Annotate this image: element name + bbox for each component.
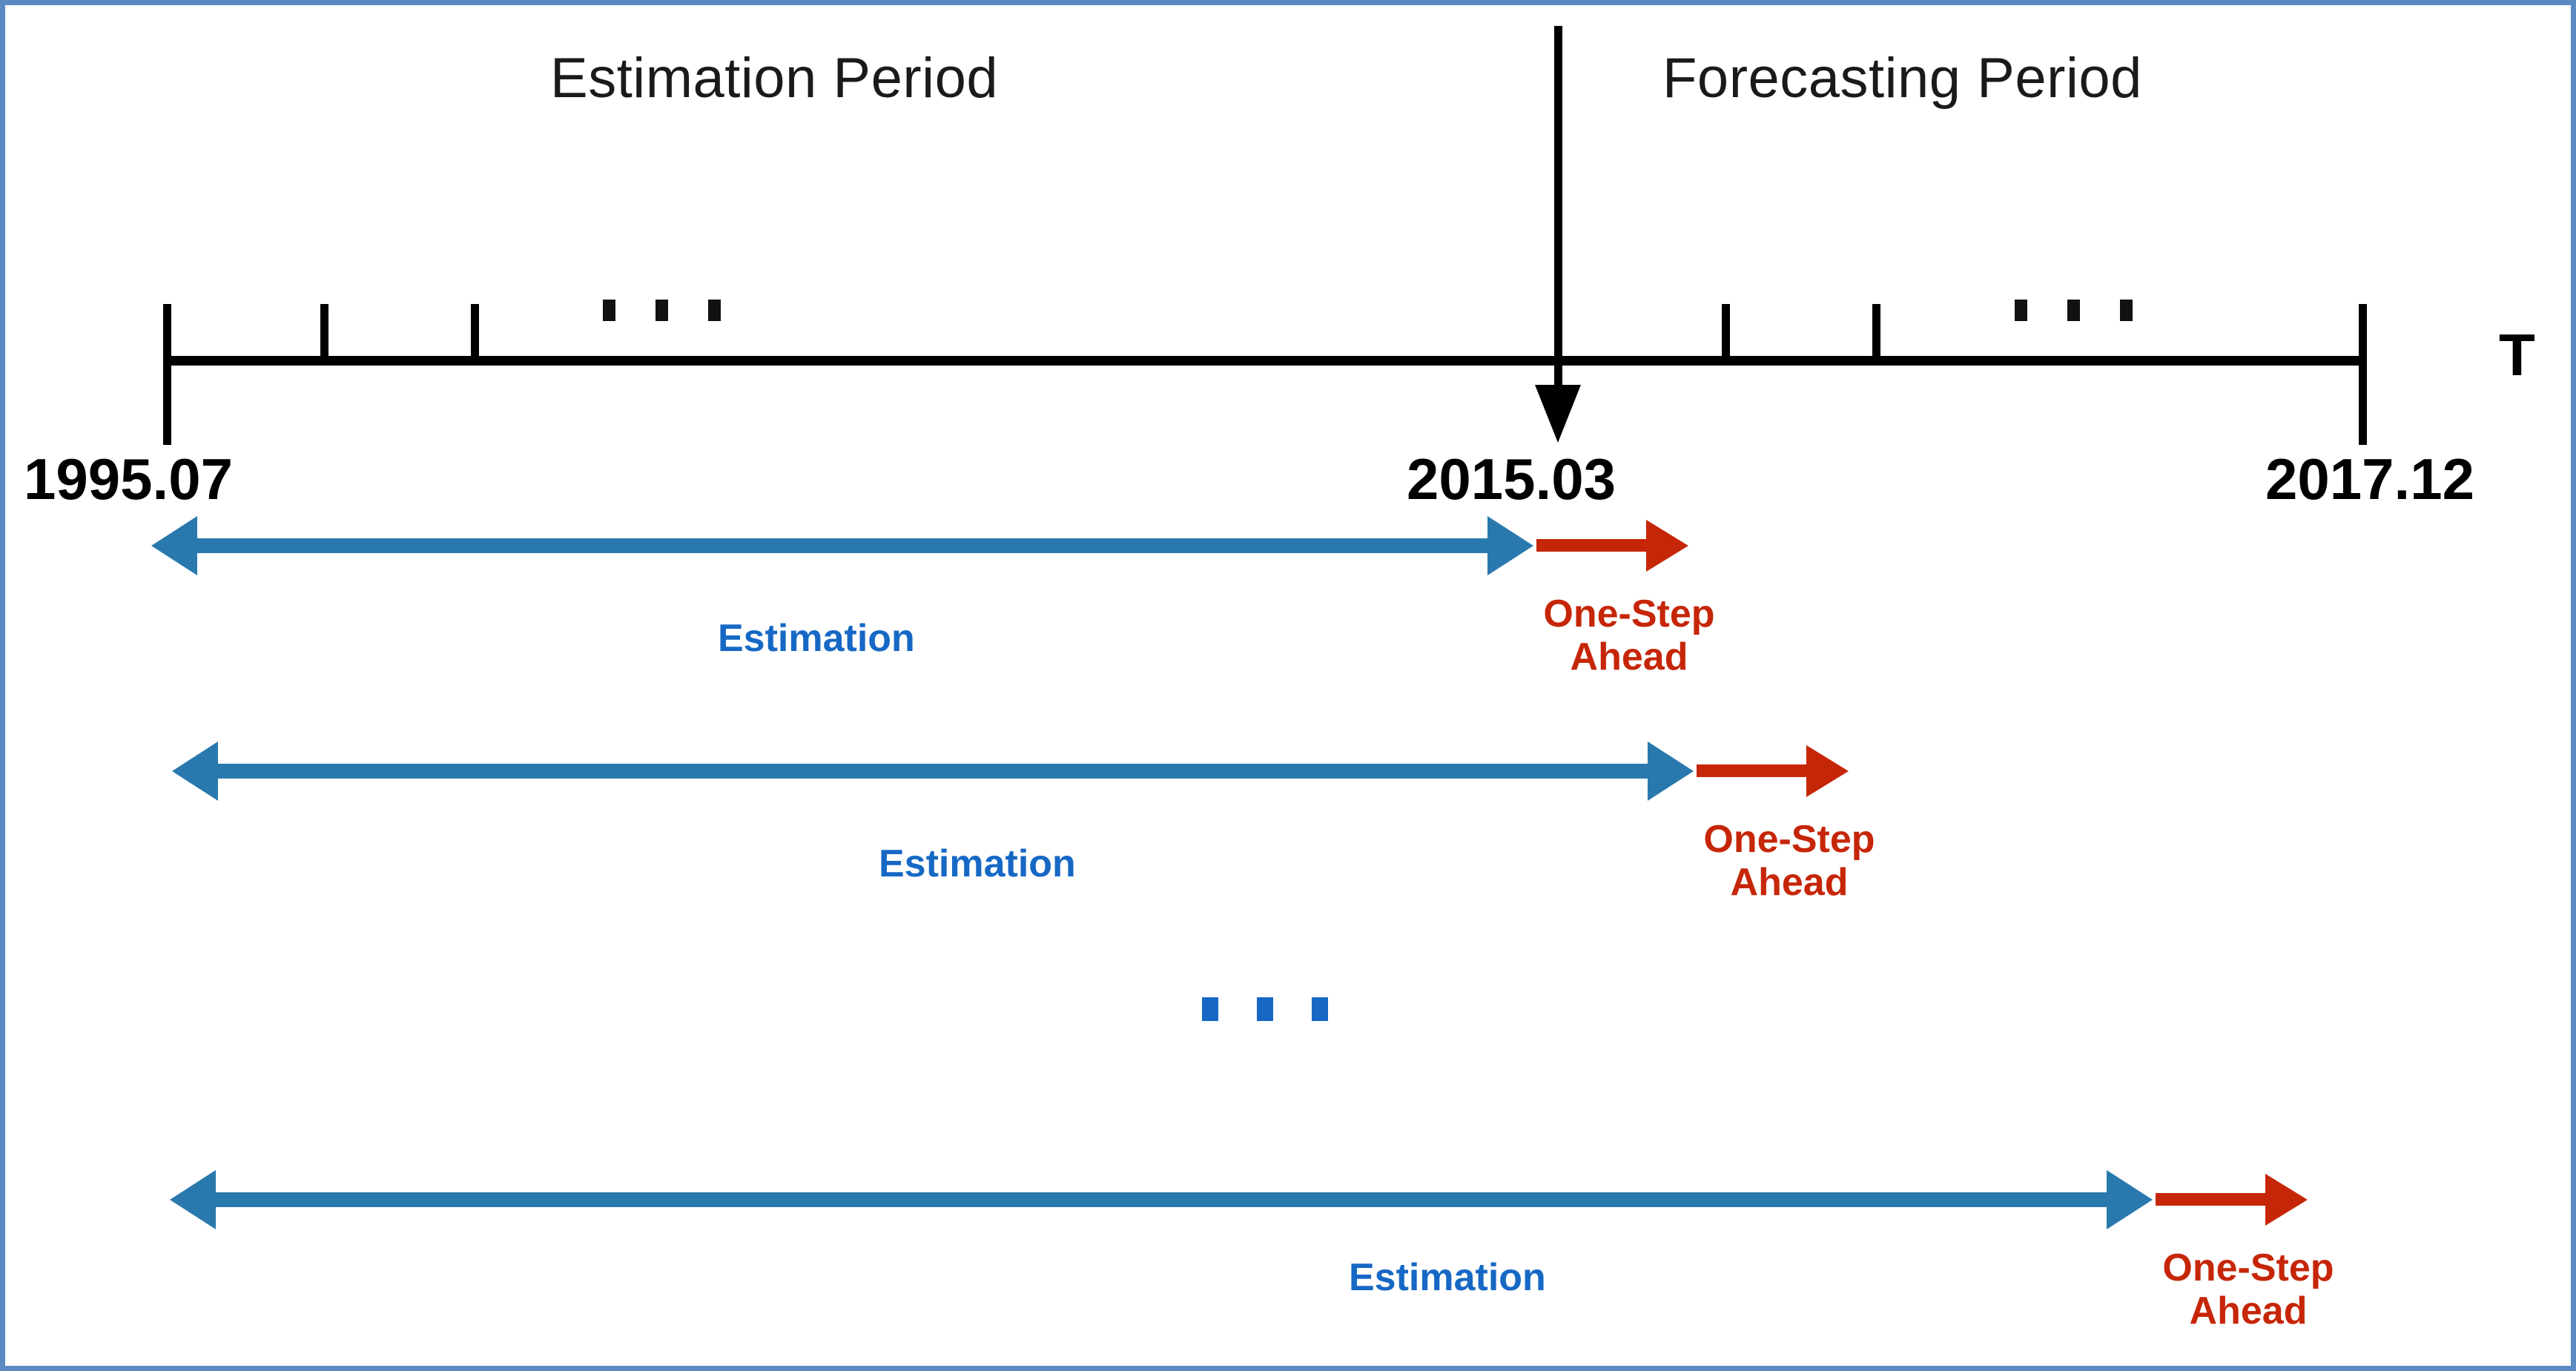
estimation-caption: Estimation bbox=[1349, 1256, 1546, 1299]
estimation-arrow-shaft bbox=[196, 538, 1490, 553]
one-step-arrow-shaft bbox=[1697, 764, 1808, 777]
axis-start-date-label: 1995.07 bbox=[24, 446, 233, 512]
rolling-window-row-2: Estimation One-Step Ahead bbox=[5, 5, 2571, 1366]
one-step-ahead-line-1: One-Step bbox=[1543, 592, 1715, 635]
axis-end-date-label: 2017.12 bbox=[2265, 446, 2474, 512]
one-step-arrowhead-icon bbox=[1806, 745, 1849, 797]
estimation-arrowhead-right-icon bbox=[2107, 1170, 2153, 1229]
timeline-axis bbox=[163, 356, 2367, 366]
one-step-ahead-line-1: One-Step bbox=[2162, 1246, 2334, 1289]
rolling-window-row-1: Estimation One-Step Ahead bbox=[5, 5, 2571, 1366]
axis-tick-start bbox=[163, 304, 171, 445]
ellipsis-dot bbox=[708, 300, 721, 321]
ellipsis-dot bbox=[1202, 997, 1218, 1021]
estimation-arrow-shaft bbox=[217, 764, 1650, 779]
axis-terminal-label: T bbox=[2499, 322, 2535, 388]
ellipsis-dot bbox=[1312, 997, 1328, 1021]
ellipsis-dot bbox=[2120, 300, 2133, 321]
one-step-arrow-shaft bbox=[2156, 1193, 2267, 1206]
ellipsis-dot bbox=[655, 300, 668, 321]
one-step-ahead-caption: One-Step Ahead bbox=[1536, 592, 1722, 678]
one-step-ahead-line-2: Ahead bbox=[1730, 861, 1849, 905]
rolling-window-row-3: Estimation One-Step Ahead bbox=[5, 5, 2571, 1366]
estimation-arrow-shaft bbox=[214, 1192, 2109, 1207]
one-step-arrow-shaft bbox=[1536, 539, 1648, 552]
one-step-ahead-caption: One-Step Ahead bbox=[1697, 818, 1882, 904]
estimation-period-heading: Estimation Period bbox=[550, 47, 999, 110]
one-step-ahead-line-2: Ahead bbox=[2189, 1289, 2308, 1333]
forecasting-period-heading: Forecasting Period bbox=[1662, 47, 2142, 110]
axis-tick-3 bbox=[471, 304, 479, 360]
estimation-arrowhead-left-icon bbox=[151, 516, 197, 575]
one-step-arrowhead-icon bbox=[1646, 520, 1688, 572]
estimation-arrowhead-left-icon bbox=[172, 741, 218, 801]
estimation-caption: Estimation bbox=[879, 842, 1076, 885]
ellipsis-dot bbox=[603, 300, 615, 321]
axis-ellipsis-right-icon bbox=[2015, 300, 2133, 321]
one-step-ahead-line-2: Ahead bbox=[1570, 635, 1688, 679]
split-arrowhead-icon bbox=[1535, 385, 1581, 443]
one-step-arrowhead-icon bbox=[2265, 1174, 2308, 1226]
estimation-arrowhead-left-icon bbox=[170, 1170, 216, 1229]
axis-tick-5 bbox=[1872, 304, 1880, 360]
estimation-arrowhead-right-icon bbox=[1487, 516, 1533, 575]
rows-ellipsis-icon bbox=[1202, 997, 1328, 1021]
estimation-arrowhead-right-icon bbox=[1648, 741, 1694, 801]
one-step-ahead-line-1: One-Step bbox=[1703, 818, 1875, 861]
ellipsis-dot bbox=[2015, 300, 2027, 321]
axis-tick-2 bbox=[320, 304, 328, 360]
axis-ellipsis-left-icon bbox=[603, 300, 721, 321]
split-divider-line bbox=[1554, 26, 1562, 397]
estimation-caption: Estimation bbox=[718, 617, 915, 660]
one-step-ahead-caption: One-Step Ahead bbox=[2156, 1246, 2341, 1332]
ellipsis-dot bbox=[1257, 997, 1273, 1021]
axis-tick-4 bbox=[1722, 304, 1730, 360]
ellipsis-dot bbox=[2067, 300, 2080, 321]
axis-split-date-label: 2015.03 bbox=[1407, 446, 1616, 512]
axis-tick-end bbox=[2359, 304, 2367, 445]
